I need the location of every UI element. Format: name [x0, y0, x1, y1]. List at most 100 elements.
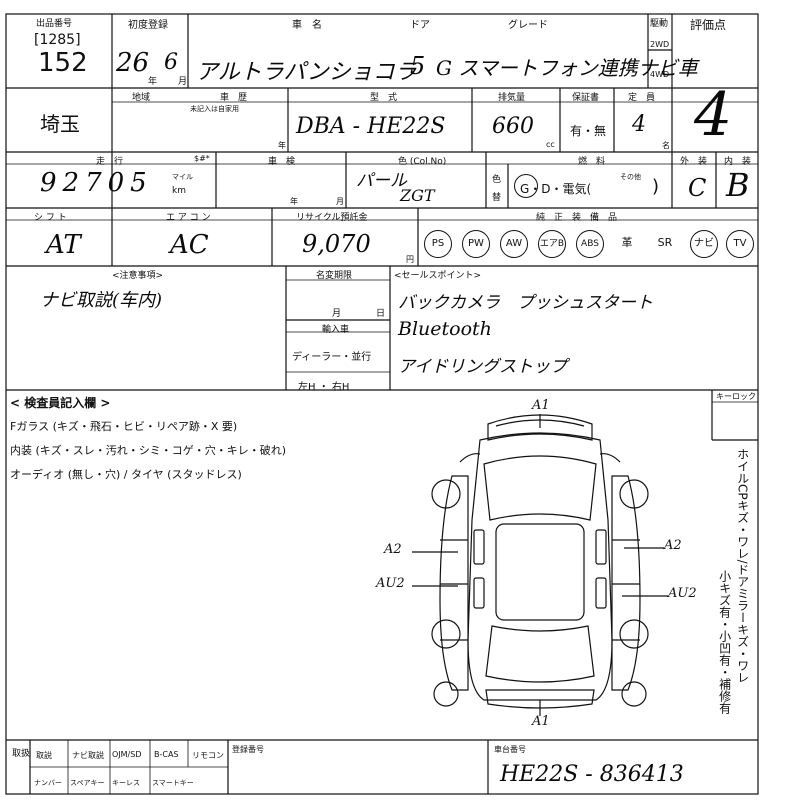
- fuel-label: 燃 料: [578, 157, 606, 167]
- interior: B: [726, 166, 750, 204]
- equip-navi: ナビ: [690, 230, 718, 258]
- mark-left-rear-door: AU2: [376, 576, 405, 591]
- name-change-label: 名変期限: [316, 271, 353, 281]
- chassis-label: 車台番号: [494, 745, 526, 754]
- sales-point-1: バックカメラ プッシュスタート: [398, 293, 653, 313]
- region: 埼玉: [40, 112, 80, 136]
- recycle: 9,070: [302, 230, 371, 258]
- registration-label: 登録番号: [232, 745, 264, 754]
- first-reg-year: 26: [116, 48, 150, 78]
- equip-abs: ABS: [576, 230, 604, 258]
- handle: 左H ・ 右H: [298, 382, 350, 393]
- footer-item-manual: 取説: [36, 751, 52, 760]
- color-label: 色 (Col.No): [398, 157, 447, 167]
- name-change-day: 日: [376, 309, 386, 319]
- footer-item-smart-key: スマートキー: [152, 779, 194, 787]
- model: DBA - HE22S: [296, 114, 446, 139]
- inspection-line-2: 内装 (キズ・スレ・汚れ・シミ・コゲ・穴・キレ・破れ): [10, 444, 287, 457]
- inspection-label: 車 検: [268, 157, 296, 167]
- equip-ps: PS: [424, 230, 452, 258]
- cc-unit: cc: [546, 140, 555, 149]
- warranty-label: 保証書: [572, 93, 600, 103]
- footer-item-bcas: B-CAS: [154, 750, 179, 759]
- vertical-note-1: ホイルCPキズ・ワレ/ドアミラーキズ・ワレ: [735, 448, 750, 684]
- drive-2wd: 2WD: [650, 40, 670, 49]
- mark-front: A1: [532, 398, 550, 413]
- car-name: アルトラパンショコラ: [196, 60, 417, 85]
- vertical-note-2: 小キズ有・小凹有・補修有: [717, 570, 732, 714]
- fuel-other: その他: [620, 173, 641, 181]
- exterior-label: 外 装: [680, 157, 708, 167]
- footer-item-navi-manual: ナビ取説: [72, 751, 104, 760]
- mark-left-front-door: A2: [384, 542, 402, 557]
- inspection-title: < 検査員記入欄 >: [10, 396, 111, 410]
- score: 4: [694, 80, 733, 150]
- first-reg-label: 初度登録: [128, 20, 168, 31]
- footer-item-spare-key: スペアキー: [70, 779, 105, 787]
- color: パール: [356, 171, 407, 191]
- history-note: 未記入は自家用: [190, 105, 239, 113]
- chassis-number: HE22S - 836413: [500, 762, 684, 787]
- grade: G スマートフォン連携ナビ車: [436, 56, 698, 80]
- inspection-month-unit: 月: [336, 197, 344, 206]
- warranty-options: 有・無: [570, 124, 607, 138]
- yen-unit: 円: [406, 255, 414, 264]
- inspection-year-unit: 年: [290, 197, 298, 206]
- equip-sunroof: SR: [657, 236, 673, 249]
- inspection-line-3: オーディオ (無し・穴) / タイヤ (スタッドレス): [10, 468, 242, 481]
- history-year-unit: 年: [278, 141, 286, 150]
- capacity: 4: [632, 112, 646, 137]
- notes-label: <注意事項>: [112, 271, 164, 281]
- lot-bracket: [1285]: [34, 32, 81, 48]
- import-dealer: ディーラー・並行: [292, 352, 372, 363]
- mile-unit: マイル: [172, 173, 193, 181]
- import-label: 輸入車: [322, 325, 350, 335]
- sales-point-2: Bluetooth: [398, 318, 492, 340]
- car-name-label: 車 名: [292, 20, 322, 31]
- equip-pw: PW: [462, 230, 490, 258]
- shift-label: シ フ ト: [34, 213, 67, 223]
- month-unit: 月: [178, 77, 188, 87]
- footer-item-sd: OJM/SD: [112, 750, 142, 759]
- name-change-month: 月: [332, 309, 342, 319]
- keylock-label: キーロック: [716, 392, 756, 401]
- footer-label: 取扱: [12, 749, 31, 759]
- km-unit: km: [172, 186, 186, 196]
- inspection-line-1: Fガラス (キズ・飛石・ヒビ・リペア跡・X 要): [10, 420, 238, 433]
- drive-label: 駆動: [650, 19, 669, 29]
- footer-item-number: ナンバー: [34, 779, 62, 787]
- notes: ナビ取説(车内): [40, 290, 163, 311]
- capacity-unit: 名: [662, 141, 670, 150]
- equip-tv: TV: [726, 230, 754, 258]
- fuel-gas-circle: [514, 174, 538, 198]
- capacity-label: 定 員: [628, 93, 656, 103]
- interior-label: 内 装: [724, 157, 752, 167]
- sales-label: <セールスポイント>: [394, 271, 482, 281]
- region-label: 地域: [132, 93, 151, 103]
- fuel-close: ): [652, 176, 660, 197]
- lot-number: 152: [38, 48, 88, 78]
- equipment-label: 純 正 装 備 品: [536, 213, 618, 223]
- lot-label: 出品番号: [36, 19, 73, 29]
- history-label: 車 歴: [220, 93, 248, 103]
- recycle-label: リサイクル預託金: [296, 213, 368, 223]
- color-change-1: 色: [492, 175, 502, 185]
- exterior: C: [688, 174, 707, 202]
- first-reg-month: 6: [164, 50, 178, 75]
- ac: AC: [170, 230, 209, 260]
- displacement: 660: [492, 114, 534, 139]
- shift: AT: [46, 230, 81, 260]
- score-label: 評価点: [690, 18, 727, 32]
- color-code: ZGT: [400, 186, 435, 205]
- door-label: ドア: [410, 20, 430, 31]
- model-label: 型 式: [370, 93, 398, 103]
- equip-aw: AW: [500, 230, 528, 258]
- year-unit: 年: [148, 77, 158, 87]
- grade-label: グレード: [508, 20, 548, 31]
- equip-airbag: エアB: [538, 230, 566, 258]
- mileage-label: 走 行: [96, 157, 124, 167]
- displacement-label: 排気量: [498, 93, 526, 103]
- footer-item-remote: リモコン: [192, 751, 224, 760]
